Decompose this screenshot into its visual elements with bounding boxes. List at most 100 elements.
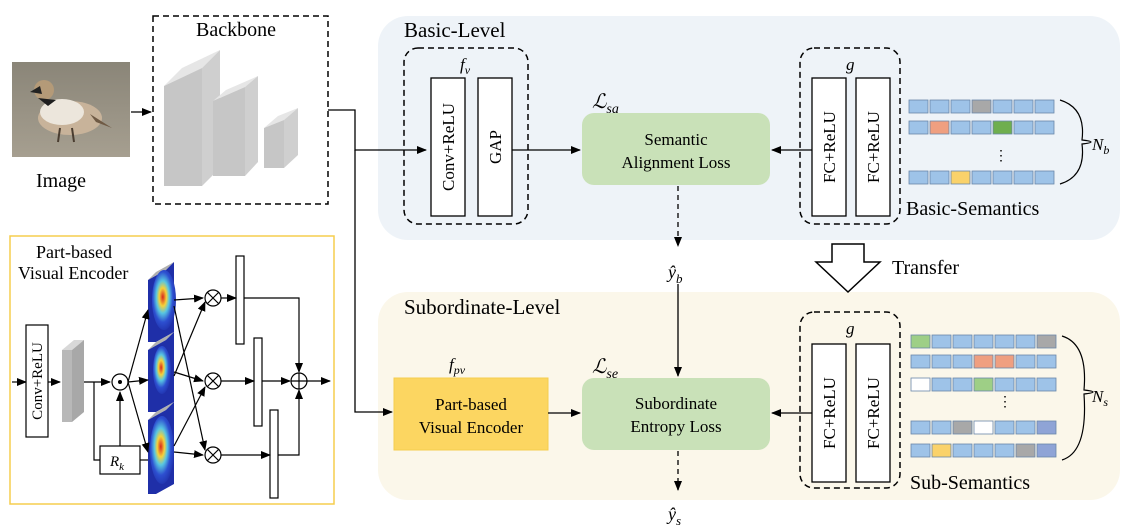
backbone-label: Backbone <box>196 19 276 41</box>
encoder-feature-map <box>72 340 84 422</box>
basic-semantics-cell <box>1013 120 1034 135</box>
transfer-label: Transfer <box>892 257 959 279</box>
sub-semantics-cell <box>1036 443 1057 458</box>
sub-semantics-cell <box>994 354 1015 369</box>
basic-semantics-cell <box>950 170 971 185</box>
sub-semantics-cell <box>994 334 1015 349</box>
sub-semantics-cell <box>1036 354 1057 369</box>
basic-semantics-cell <box>908 170 929 185</box>
sub-g-group <box>799 311 901 489</box>
sub-semantics-cell <box>910 420 931 435</box>
sub-semantics-cell <box>973 377 994 392</box>
sub-fc2-block <box>855 343 891 483</box>
part-based-encoder-box <box>393 377 549 451</box>
sub-semantics-cell <box>910 377 931 392</box>
sub-fc1-block <box>811 343 847 483</box>
part-vector-3 <box>269 409 279 499</box>
fv-gap-block <box>477 77 513 217</box>
sub-semantics-cell <box>994 377 1015 392</box>
sub-semantics-cell <box>910 443 931 458</box>
sub-semantics-cell <box>973 420 994 435</box>
sub-brace <box>1061 335 1094 461</box>
basic-semantics-cell <box>950 120 971 135</box>
basic-semantics-cell <box>929 99 950 114</box>
subordinate-entropy-loss-box <box>582 378 770 450</box>
basic-semantics-cell <box>908 99 929 114</box>
sub-semantics-cell <box>973 334 994 349</box>
sub-semantics-cell <box>1036 334 1057 349</box>
basic-level-title: Basic-Level <box>404 18 506 42</box>
encoder-conv-block <box>25 324 49 438</box>
arrow-backbone-fv <box>328 109 427 154</box>
sub-g-label: g <box>846 319 855 338</box>
semantic-alignment-loss-line2: Alignment Loss <box>621 153 730 172</box>
basic-semantics-cell <box>971 170 992 185</box>
part-vector-2 <box>253 337 263 427</box>
basic-semantics-cell <box>1034 99 1055 114</box>
output-ys: ŷs <box>666 504 681 528</box>
sub-semantics-matrix <box>910 334 1057 458</box>
output-yb: ŷb <box>666 262 683 286</box>
basic-semantics-cell <box>992 170 1013 185</box>
basic-semantics-cell <box>1013 170 1034 185</box>
sub-semantics-cell <box>931 377 952 392</box>
basic-g-label: g <box>846 55 855 74</box>
attention-map-3 <box>148 402 174 494</box>
basic-fc1-block <box>811 77 847 217</box>
sub-fc2-label: FC+ReLU <box>864 377 883 449</box>
basic-semantics-cell <box>971 120 992 135</box>
fv-gap-label: GAP <box>486 130 505 164</box>
subordinate-entropy-loss-line2: Entropy Loss <box>630 417 721 436</box>
basic-n-label: Nb <box>1091 135 1109 157</box>
part-based-encoder-line2: Visual Encoder <box>419 418 524 437</box>
transfer-arrow <box>814 243 882 294</box>
basic-g-group <box>799 47 901 225</box>
fv-conv-block <box>430 77 466 217</box>
subordinate-level-title: Subordinate-Level <box>404 295 560 319</box>
rk-label: Rk <box>109 454 125 473</box>
sub-semantics-label: Sub-Semantics <box>910 472 1030 494</box>
sub-semantics-cell <box>1015 420 1036 435</box>
sub-semantics-cell <box>1015 354 1036 369</box>
sub-semantics-cell <box>1015 377 1036 392</box>
sub-semantics-cell <box>994 443 1015 458</box>
sub-semantics-cell <box>931 354 952 369</box>
encoder-detail-title-line2: Visual Encoder <box>18 263 128 283</box>
basic-dots: ⋮ <box>994 149 1008 164</box>
sub-semantics-cell <box>931 334 952 349</box>
subordinate-entropy-loss-line1: Subordinate <box>635 394 717 413</box>
sub-semantics-cell <box>952 443 973 458</box>
basic-semantics-cell <box>1013 99 1034 114</box>
sub-semantics-cell <box>931 443 952 458</box>
rk-block <box>99 445 141 475</box>
sub-n-label: Ns <box>1091 387 1108 409</box>
sub-semantics-cell <box>952 334 973 349</box>
bird-image <box>12 62 130 157</box>
sub-semantics-cell <box>1015 334 1036 349</box>
fv-group <box>403 47 529 225</box>
basic-brace <box>1059 99 1092 185</box>
basic-fc2-label: FC+ReLU <box>864 111 883 183</box>
sub-semantics-cell <box>952 420 973 435</box>
sub-semantics-cell <box>910 334 931 349</box>
encoder-conv-label: Conv+ReLU <box>30 342 46 420</box>
basic-fc1-label: FC+ReLU <box>820 111 839 183</box>
fv-label: fv <box>460 55 471 77</box>
loss-se-symbol: ℒse <box>592 356 618 382</box>
sub-fc1-label: FC+ReLU <box>820 377 839 449</box>
encoder-detail-title-line1: Part-based <box>36 242 112 262</box>
basic-fc2-block <box>855 77 891 217</box>
part-based-encoder-line1: Part-based <box>435 395 507 414</box>
image-label: Image <box>36 170 86 192</box>
basic-semantics-cell <box>1034 120 1055 135</box>
sub-semantics-cell <box>973 354 994 369</box>
basic-semantics-cell <box>1034 170 1055 185</box>
sub-dots: ⋮ <box>998 395 1012 410</box>
basic-semantics-cell <box>908 120 929 135</box>
basic-semantics-cell <box>992 99 1013 114</box>
part-vector-1 <box>235 255 245 345</box>
basic-semantics-cell <box>992 120 1013 135</box>
backbone-layers <box>164 50 298 186</box>
fpv-label: fpv <box>449 355 466 377</box>
